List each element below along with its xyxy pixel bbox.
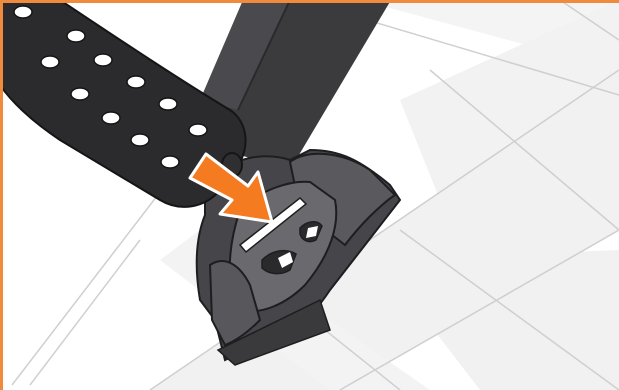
illustration-frame: [0, 0, 619, 390]
illustration-canvas: [0, 0, 619, 390]
